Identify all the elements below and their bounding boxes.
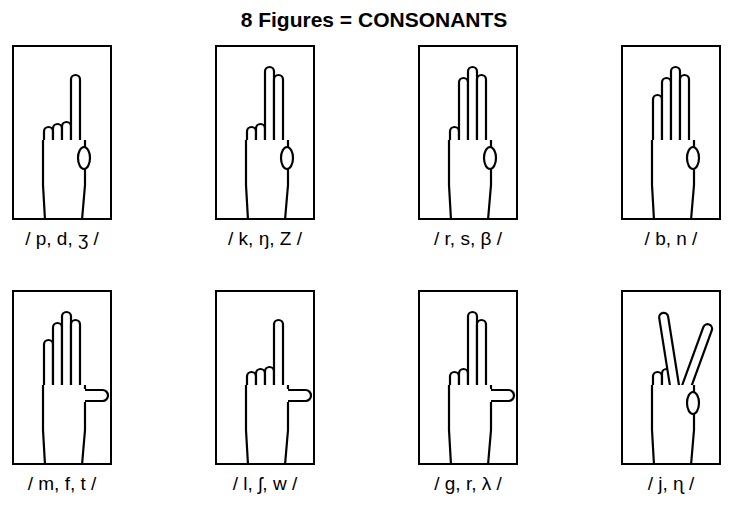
hand-card: / j, ɳ / bbox=[571, 290, 748, 505]
figure-frame bbox=[418, 290, 518, 465]
hand-card: / l, ʃ, w / bbox=[165, 290, 365, 505]
hand-figure bbox=[652, 67, 699, 220]
hand-figure bbox=[449, 312, 514, 465]
hand-figure bbox=[43, 312, 108, 465]
hand-figure bbox=[246, 320, 311, 465]
phoneme-caption: / b, n / bbox=[645, 228, 698, 250]
figure-frame bbox=[215, 290, 315, 465]
hand-figure bbox=[449, 67, 496, 220]
phoneme-caption: / l, ʃ, w / bbox=[233, 473, 297, 495]
figure-frame bbox=[12, 290, 112, 465]
hand-figure bbox=[652, 312, 713, 465]
figure-frame bbox=[621, 290, 721, 465]
figure-frame bbox=[418, 45, 518, 220]
hand-card: / p, d, ʒ / bbox=[0, 45, 162, 260]
diagram-title: 8 Figures = CONSONANTS bbox=[0, 8, 748, 32]
figure-frame bbox=[12, 45, 112, 220]
hand-card: / k, ŋ, Z / bbox=[165, 45, 365, 260]
phoneme-caption: / r, s, β / bbox=[434, 228, 502, 250]
hand-card: / r, s, β / bbox=[368, 45, 568, 260]
phoneme-caption: / k, ŋ, Z / bbox=[228, 228, 302, 250]
figure-frame bbox=[215, 45, 315, 220]
hand-card: / g, r, λ / bbox=[368, 290, 568, 505]
hand-card: / m, f, t / bbox=[0, 290, 162, 505]
figure-frame bbox=[621, 45, 721, 220]
phoneme-caption: / m, f, t / bbox=[28, 473, 97, 495]
phoneme-caption: / j, ɳ / bbox=[648, 473, 694, 495]
hand-card: / b, n / bbox=[571, 45, 748, 260]
hand-figure bbox=[43, 75, 90, 220]
hand-figure bbox=[246, 67, 293, 220]
phoneme-caption: / p, d, ʒ / bbox=[25, 228, 99, 250]
phoneme-caption: / g, r, λ / bbox=[434, 473, 502, 495]
